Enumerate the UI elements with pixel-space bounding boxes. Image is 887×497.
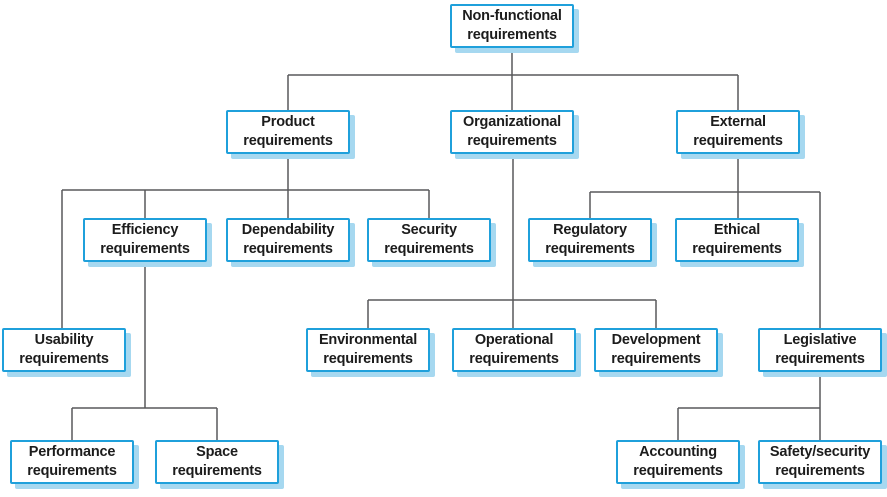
node-usability-requirements: Usability requirements [2,328,126,372]
node-dependability-requirements: Dependability requirements [226,218,350,262]
node-development-requirements: Development requirements [594,328,718,372]
node-regulatory-requirements: Regulatory requirements [528,218,652,262]
node-environmental-requirements: Environmental requirements [306,328,430,372]
node-ethical-requirements: Ethical requirements [675,218,799,262]
node-operational-requirements: Operational requirements [452,328,576,372]
node-performance-requirements: Performance requirements [10,440,134,484]
node-accounting-requirements: Accounting requirements [616,440,740,484]
node-product-requirements: Product requirements [226,110,350,154]
node-external-requirements: External requirements [676,110,800,154]
node-non-functional-requirements: Non-functional requirements [450,4,574,48]
node-security-requirements: Security requirements [367,218,491,262]
node-organizational-requirements: Organizational requirements [450,110,574,154]
node-efficiency-requirements: Efficiency requirements [83,218,207,262]
node-legislative-requirements: Legislative requirements [758,328,882,372]
node-safety-security-requirements: Safety/security requirements [758,440,882,484]
node-space-requirements: Space requirements [155,440,279,484]
